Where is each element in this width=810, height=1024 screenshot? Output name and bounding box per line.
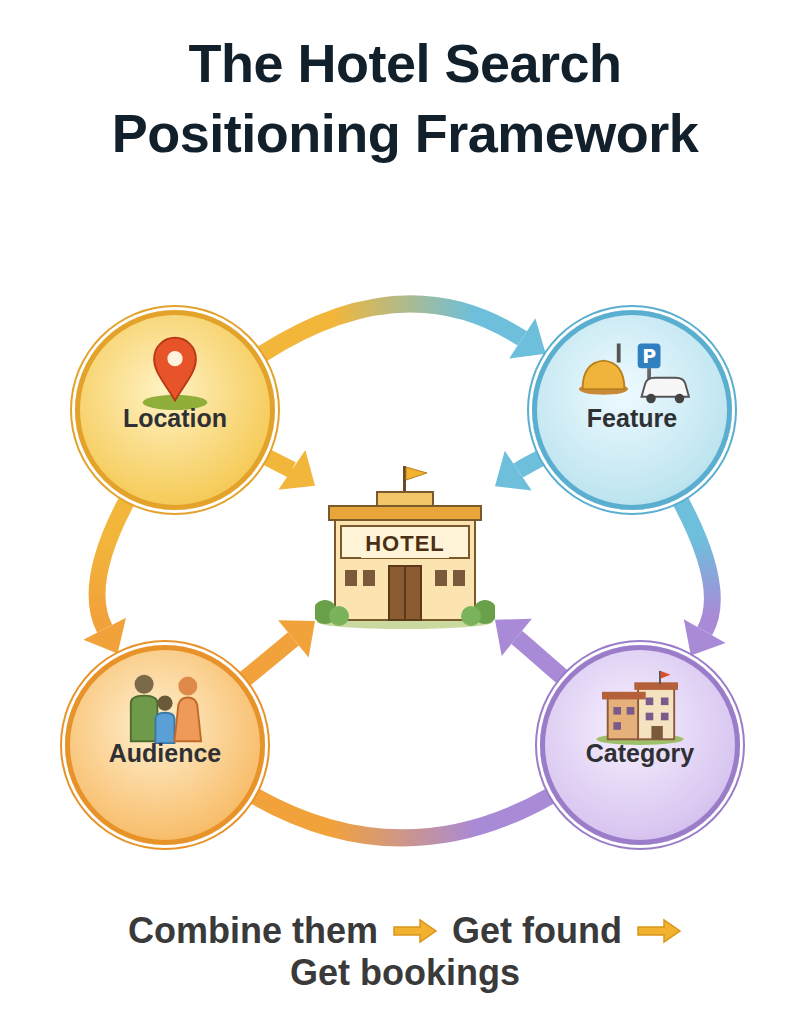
connector [254,796,550,838]
amenity-icon: P [579,344,689,404]
caption-area: Combine them Get found Get bookings [0,910,810,994]
arrow-head [495,619,532,656]
arrow-head [509,318,546,358]
hotel-building: HOTEL [315,462,495,632]
connector [244,639,293,680]
caption-line: Combine them Get found [0,910,810,952]
category-circle: Category [540,645,740,845]
arrow-head [83,618,126,654]
node-label: Feature [587,404,677,433]
arrow-icon [392,918,438,944]
connector [262,304,523,354]
svg-text:P: P [642,345,656,367]
people-icon [131,675,201,743]
node-label: Location [123,404,227,433]
arrow-head [495,451,532,491]
connector [267,457,292,470]
hotel-sign-text: HOTEL [361,530,449,558]
arrow-head [278,620,315,657]
connector [680,501,712,631]
building-icon [596,671,683,745]
connector [518,458,541,471]
caption-line: Get bookings [0,952,810,994]
audience-circle: Audience [65,645,265,845]
caption-text: Get bookings [290,952,520,994]
title: The Hotel Search Positioning Framework [65,28,745,168]
connector [517,637,563,677]
caption-text: Get found [452,910,622,952]
node-label: Category [586,739,694,768]
arrow-head [684,619,726,655]
arrow-icon [636,918,682,944]
location-circle: Location [75,310,275,510]
pin-icon [143,338,208,410]
feature-circle: P Feature [532,310,732,510]
caption-text: Combine them [128,910,378,952]
node-label: Audience [109,739,222,768]
connector [97,501,127,629]
sign-wrap: HOTEL [315,530,495,558]
arrow-head [278,450,315,490]
